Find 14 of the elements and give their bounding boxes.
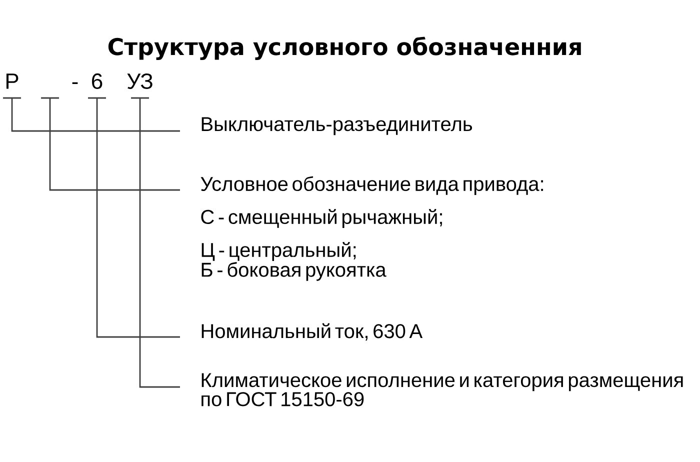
leader-line	[49, 98, 180, 191]
code-letter: УЗ	[127, 73, 152, 90]
code-letter: Р	[6, 74, 18, 89]
code-letter: 6	[92, 73, 102, 90]
leader-line	[11, 98, 180, 132]
title: Структура условного обозначенния	[108, 36, 581, 60]
code-dash: -	[72, 82, 78, 84]
description-text: Выключатель-разъединитель	[202, 117, 472, 136]
leader-line	[96, 98, 180, 338]
description-text: Номинальный ток, 630 А	[202, 323, 423, 341]
leader-line	[139, 98, 180, 388]
description-text: Климатическое исполнение и категория размещения по ГОСТ 15150-69	[202, 373, 683, 406]
description-text: Условное обозначение вида привода: С - смещенный рычажный; Ц - центральный; Б - боковая рукоятка	[200, 176, 544, 281]
tick-bar	[41, 97, 59, 99]
